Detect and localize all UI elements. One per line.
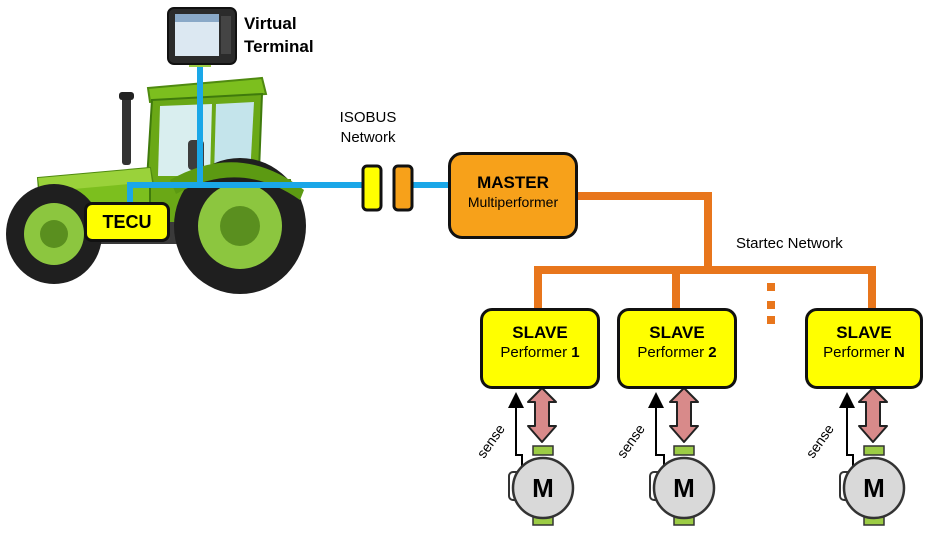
virtual-terminal-label: Virtual Terminal [244, 12, 314, 58]
motor-1 [508, 445, 575, 526]
virtual-terminal-device [167, 7, 237, 67]
slave-box-1: SLAVE Performer 1 [480, 308, 600, 389]
virtual-terminal-line1: Virtual [244, 14, 297, 33]
isobus-line2: Network [340, 129, 396, 146]
motor-2 [649, 445, 716, 526]
startec-network-label: Startec Network [736, 235, 843, 252]
isobus-line1: ISOBUS [339, 109, 397, 126]
tecu-box: TECU [84, 202, 170, 242]
slave-2-index: 2 [708, 344, 717, 361]
slave-2-title: SLAVE [649, 323, 705, 342]
slave-box-n: SLAVE Performer N [805, 308, 923, 389]
isobus-network-label: ISOBUS Network [324, 108, 412, 148]
master-box: MASTER Multiperformer [448, 152, 578, 239]
slave-n-performer: Performer [823, 344, 890, 361]
motor-1-label: M [532, 473, 554, 503]
slave-n-index: N [894, 344, 905, 361]
slave-1-performer: Performer [500, 344, 568, 361]
ellipsis-dots [767, 283, 775, 324]
motor-n [839, 445, 906, 526]
slave-1-title: SLAVE [512, 323, 568, 342]
bidirectional-arrows [527, 387, 888, 443]
slave-n-title: SLAVE [836, 323, 892, 342]
master-title: MASTER [477, 173, 549, 192]
isobus-connector [361, 164, 414, 212]
slave-1-index: 1 [571, 344, 580, 361]
slave-2-performer: Performer [637, 344, 705, 361]
slave-box-2: SLAVE Performer 2 [617, 308, 737, 389]
startec-lines [534, 192, 876, 310]
master-subtitle: Multiperformer [467, 194, 559, 210]
tecu-label: TECU [102, 212, 152, 232]
motor-n-label: M [863, 473, 885, 503]
motor-2-label: M [673, 473, 695, 503]
virtual-terminal-line2: Terminal [244, 37, 314, 56]
